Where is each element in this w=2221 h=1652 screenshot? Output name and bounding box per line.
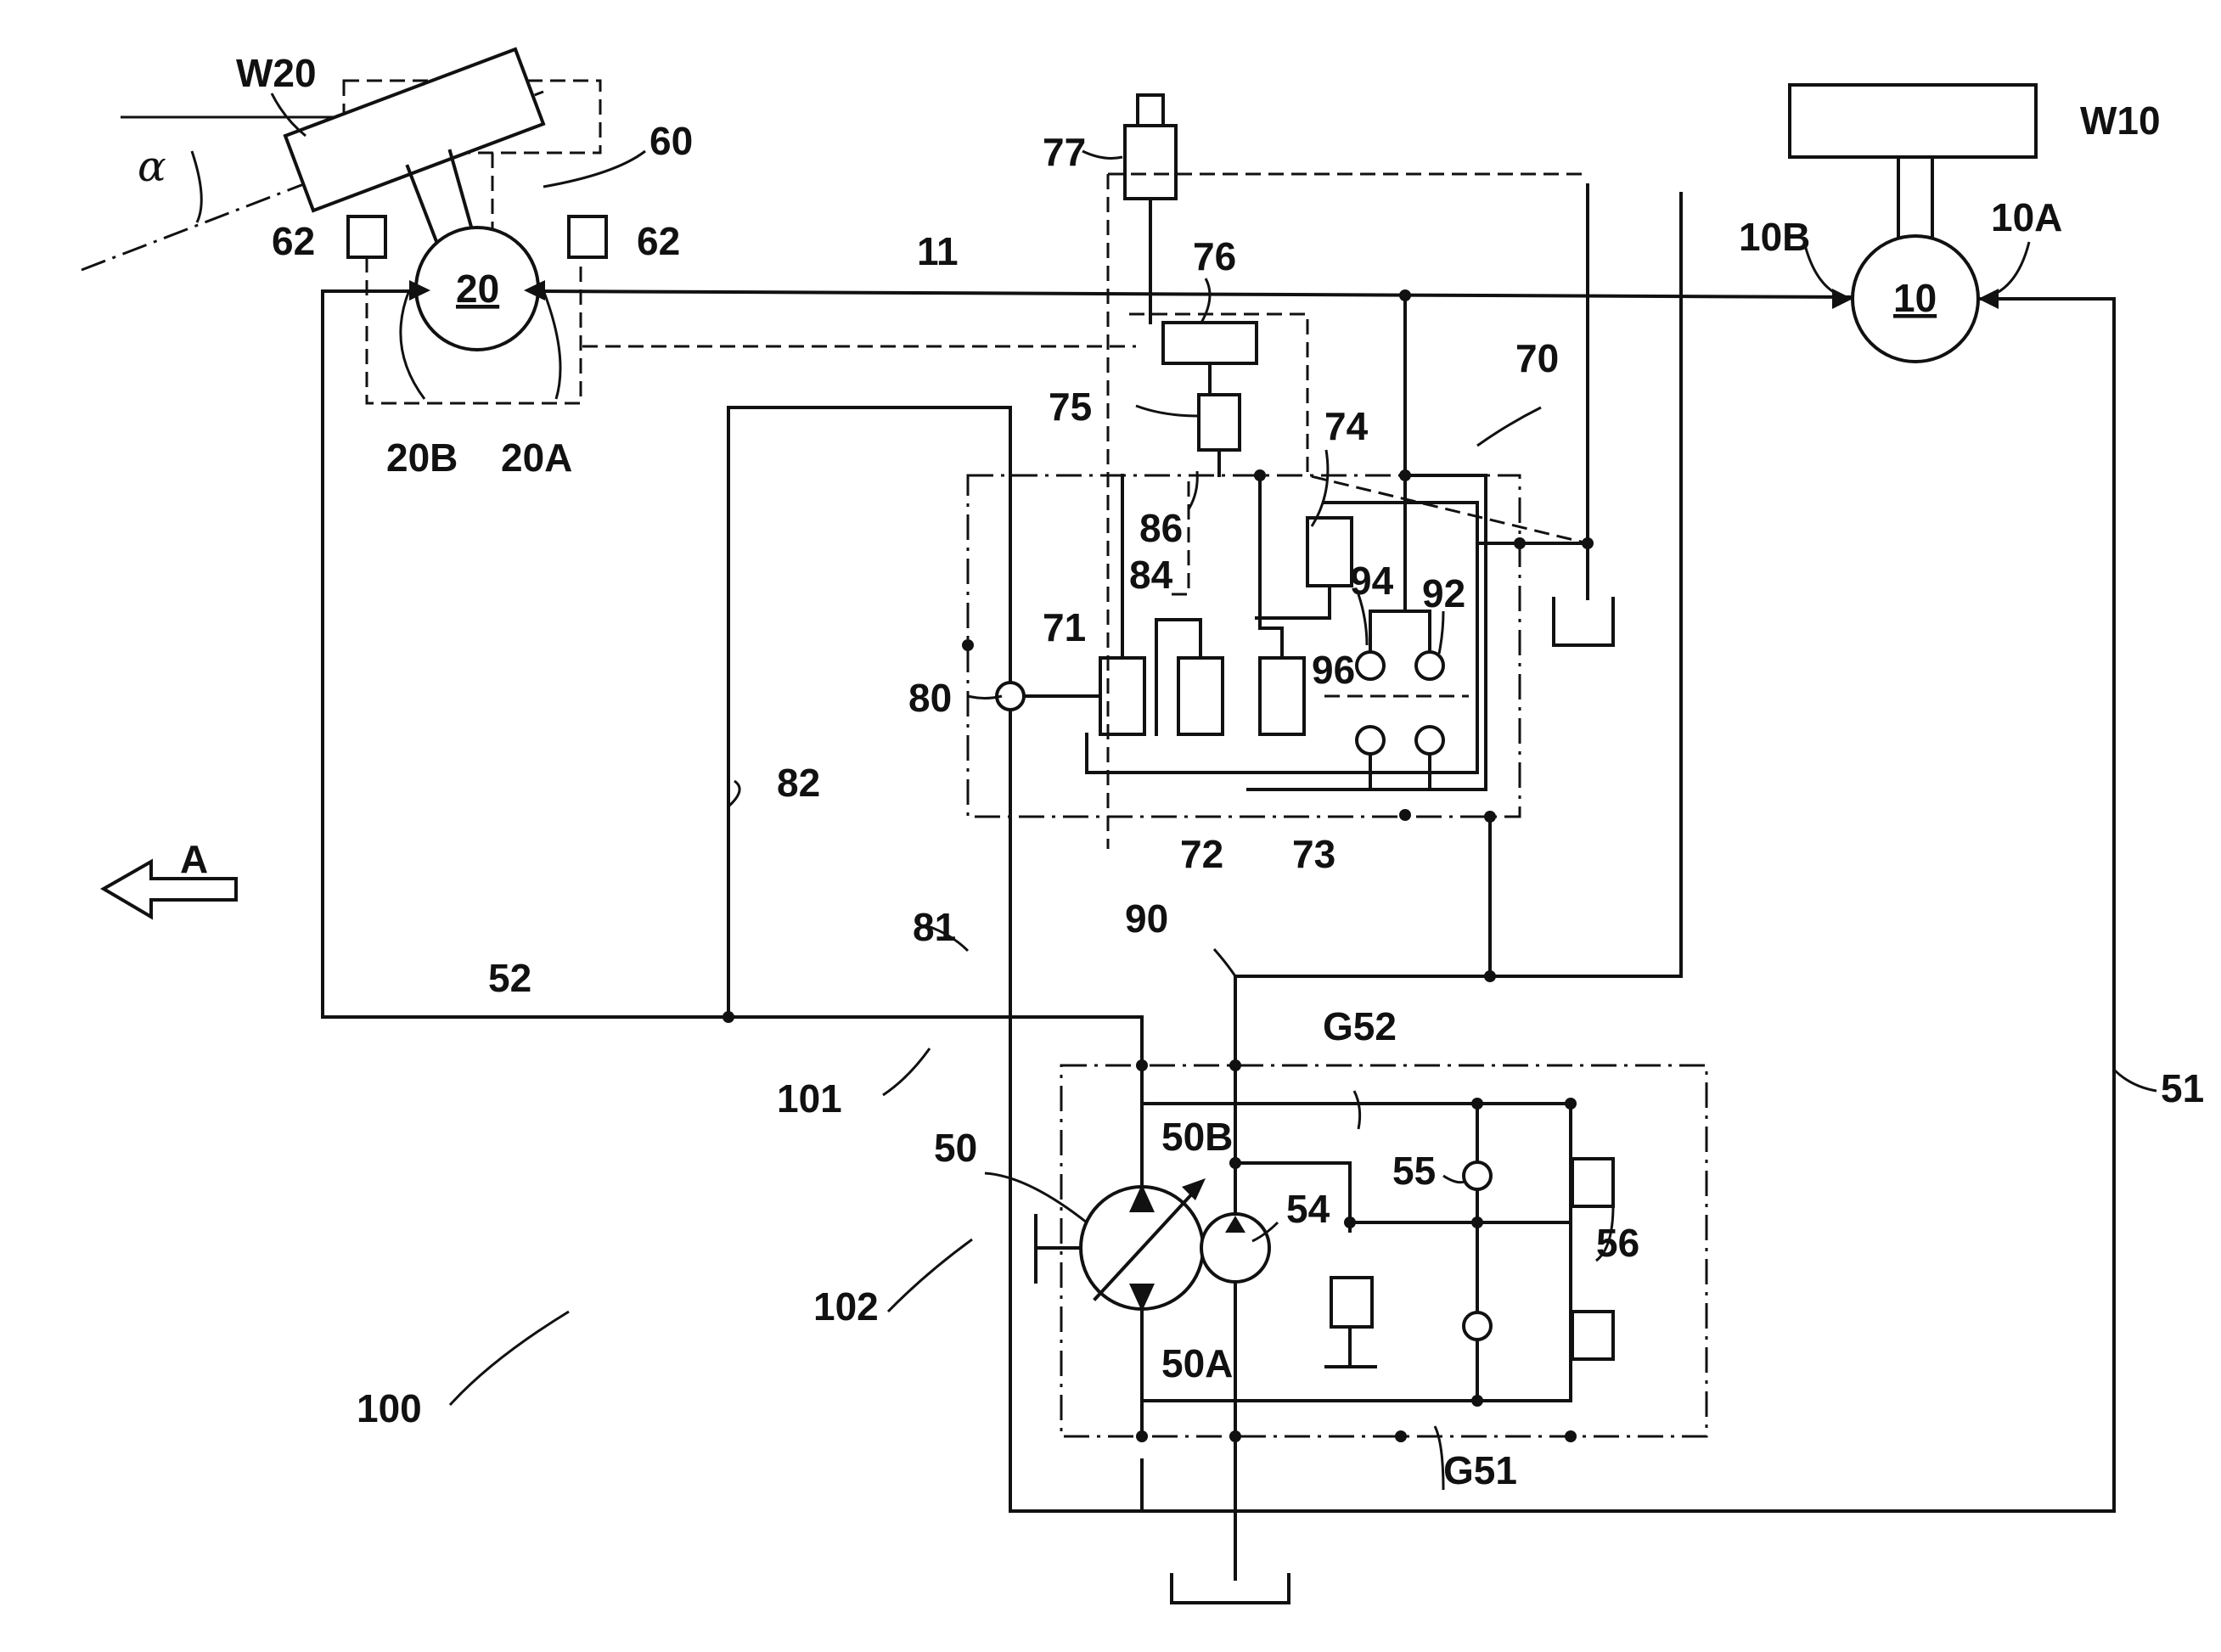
label-11: 11 <box>917 229 959 273</box>
sensor-62-right <box>569 216 606 257</box>
label-80: 80 <box>908 676 952 720</box>
valve-76 <box>1163 323 1257 363</box>
label-60: 60 <box>649 119 693 163</box>
label-77: 77 <box>1043 130 1086 174</box>
label-96: 96 <box>1312 648 1355 692</box>
wheel-w10-strut <box>1898 157 1932 242</box>
label-direction-a: A <box>180 837 208 881</box>
label-angle-alpha: α <box>138 142 166 191</box>
check-92-upper <box>1416 652 1443 679</box>
port-20a-leader <box>543 290 560 399</box>
label-62-left: 62 <box>272 219 315 263</box>
valve-74 <box>1307 518 1352 586</box>
valve-73-supply <box>1260 475 1282 658</box>
label-50a: 50A <box>1161 1341 1233 1385</box>
label-73: 73 <box>1292 832 1335 876</box>
label-55: 55 <box>1392 1149 1436 1193</box>
label-56: 56 <box>1596 1221 1639 1265</box>
label-100: 100 <box>357 1386 422 1430</box>
relief-56-upper <box>1572 1159 1613 1206</box>
tank-right-1 <box>1554 598 1613 645</box>
relief-54 <box>1331 1278 1372 1327</box>
check-92-lower <box>1416 727 1443 754</box>
label-52: 52 <box>488 956 531 1000</box>
valve-73 <box>1260 658 1304 734</box>
tank-bottom <box>1172 1575 1289 1603</box>
label-70: 70 <box>1515 336 1559 380</box>
label-54: 54 <box>1286 1187 1330 1231</box>
label-71: 71 <box>1043 605 1086 649</box>
relief-56-lower <box>1572 1312 1613 1359</box>
valve-77-solenoid <box>1138 95 1163 126</box>
label-72: 72 <box>1180 832 1223 876</box>
valve-75 <box>1199 395 1240 450</box>
label-motor-10: 10 <box>1893 276 1937 320</box>
valve-block-70 <box>582 95 1588 976</box>
label-101: 101 <box>777 1076 842 1121</box>
label-74: 74 <box>1324 404 1369 448</box>
label-92: 92 <box>1422 571 1465 615</box>
check-94-upper <box>1357 652 1384 679</box>
line-return <box>1490 194 1681 976</box>
label-g51: G51 <box>1443 1448 1517 1492</box>
check-94-lower <box>1357 727 1384 754</box>
front-wheel-assembly <box>82 49 606 403</box>
check-55-lower <box>1464 1312 1491 1340</box>
wheel-w10 <box>1790 85 2036 157</box>
label-motor-20: 20 <box>456 267 499 311</box>
port-10a-leader <box>1980 242 2029 299</box>
label-50b: 50B <box>1161 1115 1233 1159</box>
valve-77 <box>1125 126 1176 199</box>
label-w10: W10 <box>2080 98 2161 143</box>
pump-50-variable-head <box>1182 1178 1206 1200</box>
label-82: 82 <box>777 761 820 805</box>
pump-drive-shaft <box>1036 1214 1080 1282</box>
label-50: 50 <box>934 1126 977 1170</box>
check-upper-bridge <box>1370 611 1430 652</box>
label-90: 90 <box>1125 896 1168 941</box>
label-81: 81 <box>913 905 956 949</box>
label-75: 75 <box>1049 385 1092 429</box>
valve-74-drain <box>1257 586 1330 618</box>
label-76: 76 <box>1193 234 1236 278</box>
label-84: 84 <box>1129 553 1173 597</box>
direction-arrow-a <box>104 862 236 917</box>
label-10a: 10A <box>1991 195 2062 239</box>
label-102: 102 <box>813 1284 879 1329</box>
label-86: 86 <box>1139 506 1183 550</box>
label-g52: G52 <box>1323 1004 1397 1048</box>
sensor-62-left <box>348 216 385 257</box>
line-11 <box>540 291 1853 297</box>
port-10b-leader <box>1804 242 1851 299</box>
valve-72 <box>1178 658 1223 734</box>
label-62-right: 62 <box>637 219 680 263</box>
check-55-upper <box>1464 1162 1491 1189</box>
label-20b: 20B <box>386 435 458 480</box>
angle-arc <box>192 151 201 222</box>
label-w20: W20 <box>236 51 317 95</box>
label-20a: 20A <box>501 435 572 480</box>
label-10b: 10B <box>1739 215 1810 259</box>
label-94: 94 <box>1350 559 1394 603</box>
label-51: 51 <box>2161 1066 2204 1110</box>
